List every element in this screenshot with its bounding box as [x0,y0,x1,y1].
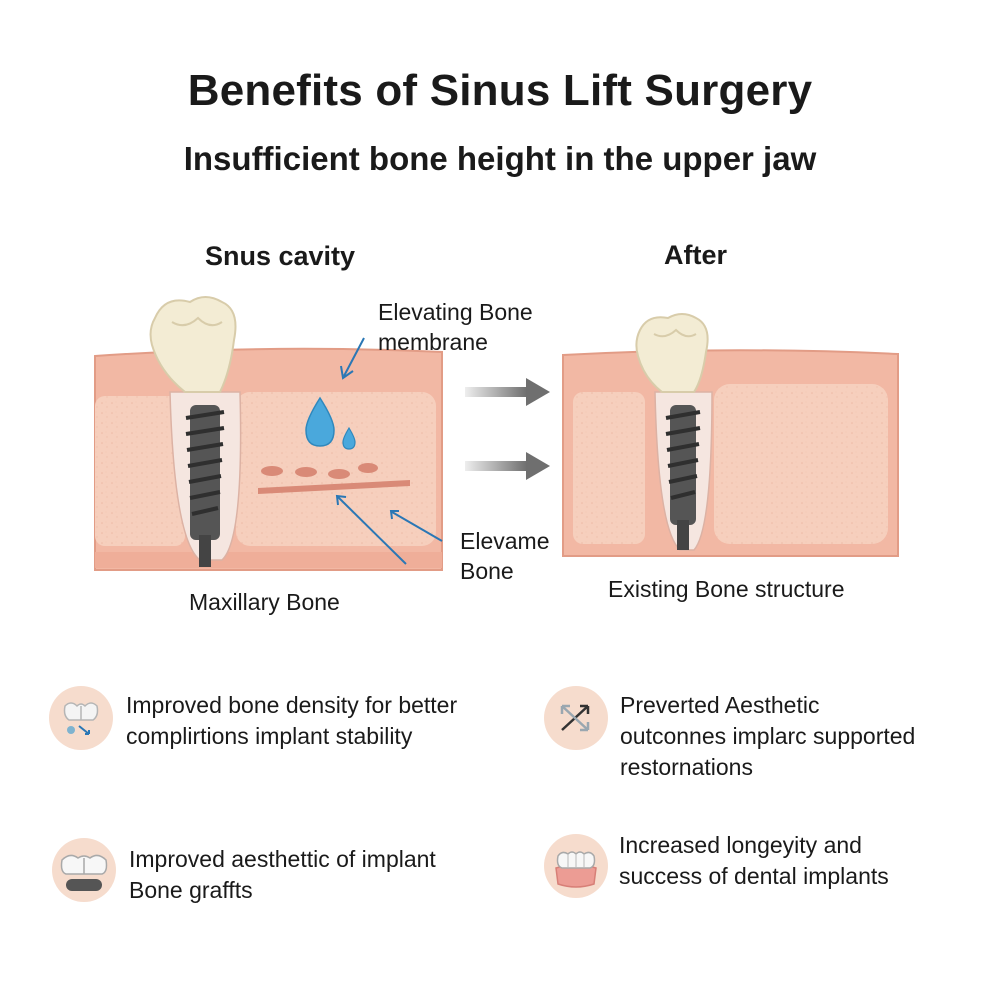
left-panel-caption: Maxillary Bone [189,589,340,615]
sinus-lift-diagram [94,296,899,571]
callout-elevating-membrane: Elevating Bone membrane [378,299,533,355]
tooth-crown-icon [52,838,116,902]
right-jaw-cross-section [562,349,899,557]
right-tooth-icon [635,313,709,393]
denture-icon [544,834,608,898]
graft-particles [258,463,410,494]
benefit-text: Increased longeyity and success of denta… [619,832,889,889]
right-panel-caption: Existing Bone structure [608,576,845,602]
benefit-text: Preverted Aesthetic outconnes implarc su… [620,692,916,780]
droplet-icon [305,396,356,450]
right-arrow-icon [465,452,550,480]
callout-lines [335,337,443,565]
right-panel-label: After [664,240,728,270]
teeth-icon [49,686,113,750]
right-arrow-icon [465,378,550,406]
right-implant-icon [665,405,701,550]
left-tooth-icon [149,296,237,393]
benefit-text: Improved bone density for better complir… [126,692,458,749]
benefit-text: Improved aesthettic of implant Bone graf… [129,846,436,903]
page-subtitle: Insufficient bone height in the upper ja… [183,140,817,177]
left-panel-label: Snus cavity [205,241,356,271]
left-jaw-cross-section [94,347,443,571]
left-implant-icon [185,405,225,567]
callout-elevame-bone: Elevame Bone [460,528,550,584]
page-title: Benefits of Sinus Lift Surgery [187,66,813,115]
arrows-icon [544,686,608,750]
